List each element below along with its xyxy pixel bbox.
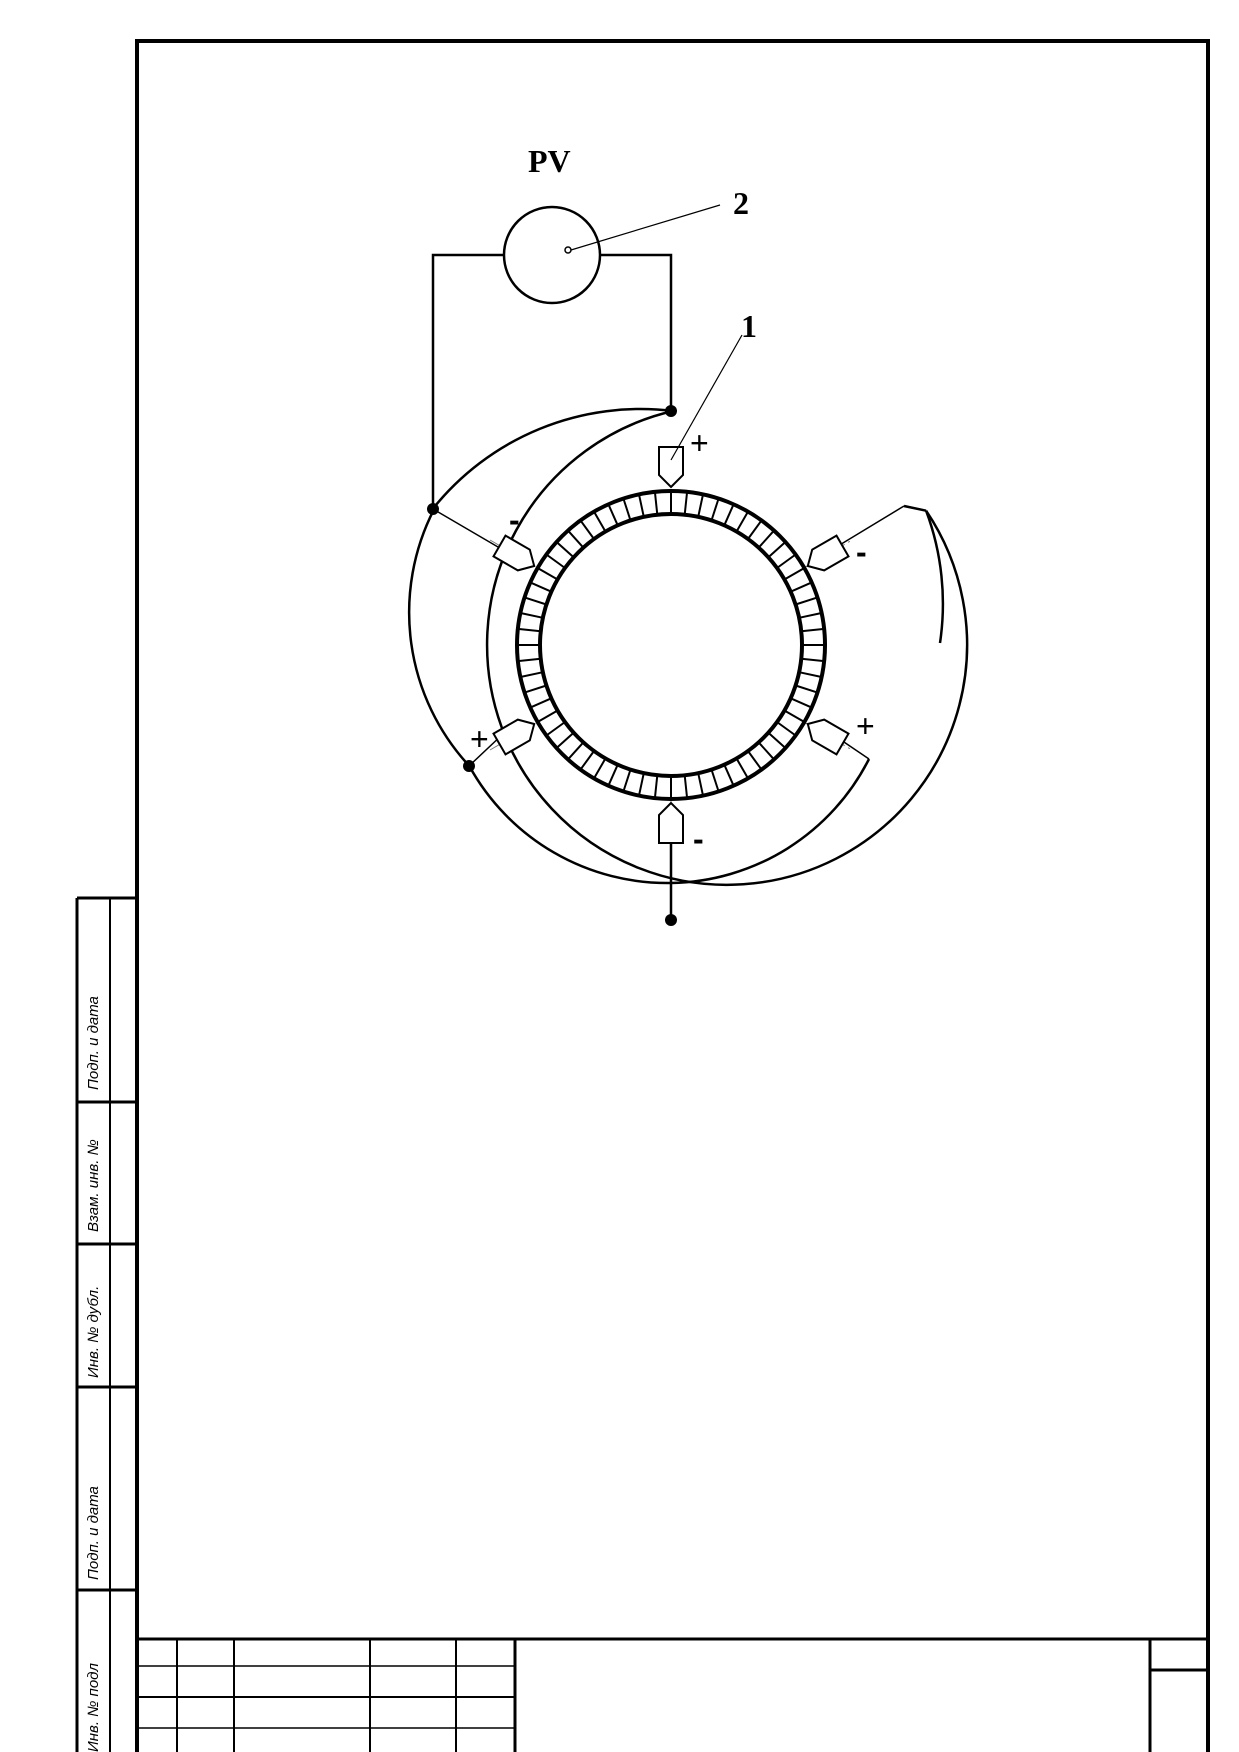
stamp-replaced-inv-no: Взам. инв. № (85, 1139, 102, 1232)
commutator-segment (555, 731, 575, 749)
commutator-segment (776, 553, 797, 569)
commutator-segment (607, 503, 619, 526)
commutator-segment (537, 567, 559, 581)
callout-2-label: 2 (733, 185, 749, 221)
brush-upper-left (492, 534, 536, 572)
commutator-segment (683, 491, 689, 515)
commutator-segment (579, 750, 595, 771)
stamp-original-inv-no: Инв. № подл (85, 1663, 102, 1752)
junction-dot-left (427, 503, 439, 515)
brush-upper-right (806, 534, 850, 572)
meter-label: PV (528, 143, 571, 179)
leader-2 (570, 204, 721, 251)
drawing-frame (135, 39, 1210, 1752)
commutator-segment (524, 684, 547, 694)
commutator-segment (638, 772, 645, 796)
commutator-segment (555, 541, 575, 559)
commutator-segment (798, 612, 822, 619)
commutator-segment (767, 541, 787, 559)
commutator-segment (710, 769, 720, 792)
wire-right (600, 253, 673, 411)
commutator-segment (723, 764, 735, 787)
voltmeter-symbol (502, 205, 602, 305)
brush-top (658, 446, 684, 489)
commutator-segment (529, 697, 552, 709)
commutator-segment (697, 772, 704, 796)
commutator-segment (795, 684, 818, 694)
commutator-segment (767, 731, 787, 749)
commutator-segment (747, 519, 763, 540)
stamp-signature-date-1: Подп. и дата (85, 996, 102, 1090)
brush-lower-left (492, 718, 536, 756)
commutator-segment (622, 498, 632, 521)
commutator-segment (735, 511, 749, 533)
junction-dot-top (665, 405, 677, 417)
right-ring-end (903, 504, 927, 512)
commutator-segment (757, 529, 775, 549)
commutator-segment (517, 657, 541, 663)
sign-top: + (690, 425, 709, 461)
commutator-segment (801, 657, 825, 663)
commutator-segment (757, 741, 775, 761)
commutator-segment (529, 581, 552, 593)
stamp-signature-date-2: Подп. и дата (85, 1486, 102, 1580)
outer-ring-left-inner (431, 407, 674, 511)
commutator-segment (545, 721, 566, 737)
commutator-segment (697, 494, 704, 518)
commutator-segment (593, 757, 607, 779)
commutator-segment (593, 511, 607, 533)
side-stamp (75, 896, 137, 1752)
commutator-segment (790, 697, 813, 709)
commutator-segment (710, 498, 720, 521)
commutator-segment (683, 775, 689, 799)
commutator-segment (795, 596, 818, 606)
commutator-segment (545, 553, 566, 569)
commutator-segment (567, 741, 585, 761)
sign-upper-left: - (509, 502, 520, 538)
commutator-segments (517, 491, 825, 799)
commutator-segment (783, 567, 805, 581)
commutator-diagram: PV 2 1 + - - + + - (407, 143, 969, 926)
commutator-segment (790, 581, 813, 593)
commutator-segment (520, 612, 544, 619)
commutator-segment (622, 769, 632, 792)
junction-dot-bottom (665, 914, 677, 926)
sign-lower-right: + (856, 708, 875, 744)
commutator-segment (776, 721, 797, 737)
brush-lower-right (806, 718, 850, 756)
commutator-segment (747, 750, 763, 771)
right-arc (924, 510, 945, 644)
leader-1 (670, 334, 743, 461)
inner-ring (407, 509, 471, 767)
commutator-segment (638, 494, 645, 518)
callout-1-label: 1 (741, 308, 757, 344)
commutator-segment (537, 709, 559, 723)
junction-dot-lower-left (463, 760, 475, 772)
commutator-segment (579, 519, 595, 540)
sign-lower-left: + (470, 721, 489, 757)
armature-core (538, 512, 804, 778)
commutator-segment (798, 671, 822, 678)
sign-upper-right: - (856, 534, 867, 570)
commutator-segment (524, 596, 547, 606)
title-block (137, 1637, 1208, 1752)
commutator-segment (801, 627, 825, 633)
brush-bottom (658, 801, 684, 844)
outer-ring-left (485, 409, 969, 886)
commutator-segment (723, 503, 735, 526)
commutator-segment (783, 709, 805, 723)
commutator-segment (735, 757, 749, 779)
stamp-duplicate-inv-no: Инв. № дубл. (85, 1285, 102, 1378)
commutator-segment (567, 529, 585, 549)
commutator-segment (653, 775, 659, 799)
commutator-segment (607, 764, 619, 787)
sign-bottom: - (693, 821, 704, 857)
commutator-segment (520, 671, 544, 678)
commutator-segment (653, 491, 659, 515)
wire-left (431, 253, 504, 509)
commutator-segment (517, 627, 541, 633)
